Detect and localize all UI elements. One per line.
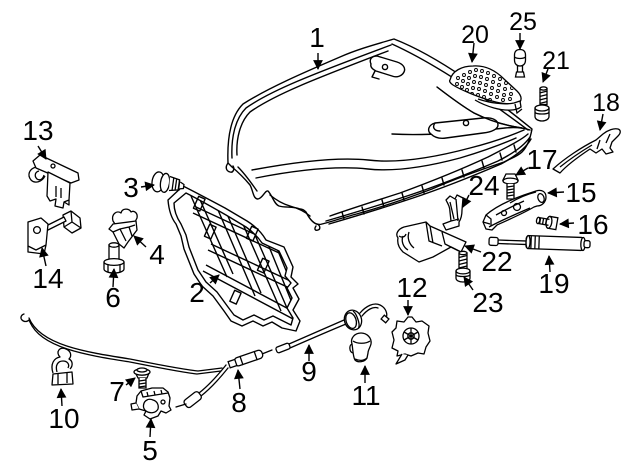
svg-text:16: 16 (577, 209, 608, 240)
svg-text:15: 15 (565, 177, 596, 208)
svg-text:13: 13 (22, 115, 53, 146)
svg-text:2: 2 (189, 277, 205, 308)
svg-text:19: 19 (538, 268, 569, 299)
svg-text:11: 11 (351, 380, 380, 411)
svg-text:4: 4 (149, 239, 165, 270)
svg-text:1: 1 (309, 22, 325, 53)
svg-text:5: 5 (142, 435, 158, 466)
svg-text:25: 25 (509, 8, 537, 36)
svg-text:7: 7 (109, 376, 125, 407)
svg-text:23: 23 (472, 287, 503, 318)
svg-text:3: 3 (123, 172, 139, 203)
svg-text:14: 14 (32, 263, 63, 294)
svg-text:22: 22 (481, 246, 512, 277)
svg-text:18: 18 (592, 89, 620, 117)
svg-text:9: 9 (301, 356, 317, 387)
svg-text:21: 21 (542, 47, 570, 75)
svg-text:17: 17 (526, 144, 557, 175)
svg-text:10: 10 (48, 403, 79, 434)
svg-text:20: 20 (461, 21, 489, 49)
svg-text:12: 12 (396, 272, 427, 303)
svg-text:8: 8 (231, 387, 247, 418)
svg-text:24: 24 (468, 170, 499, 201)
svg-text:6: 6 (105, 282, 121, 313)
